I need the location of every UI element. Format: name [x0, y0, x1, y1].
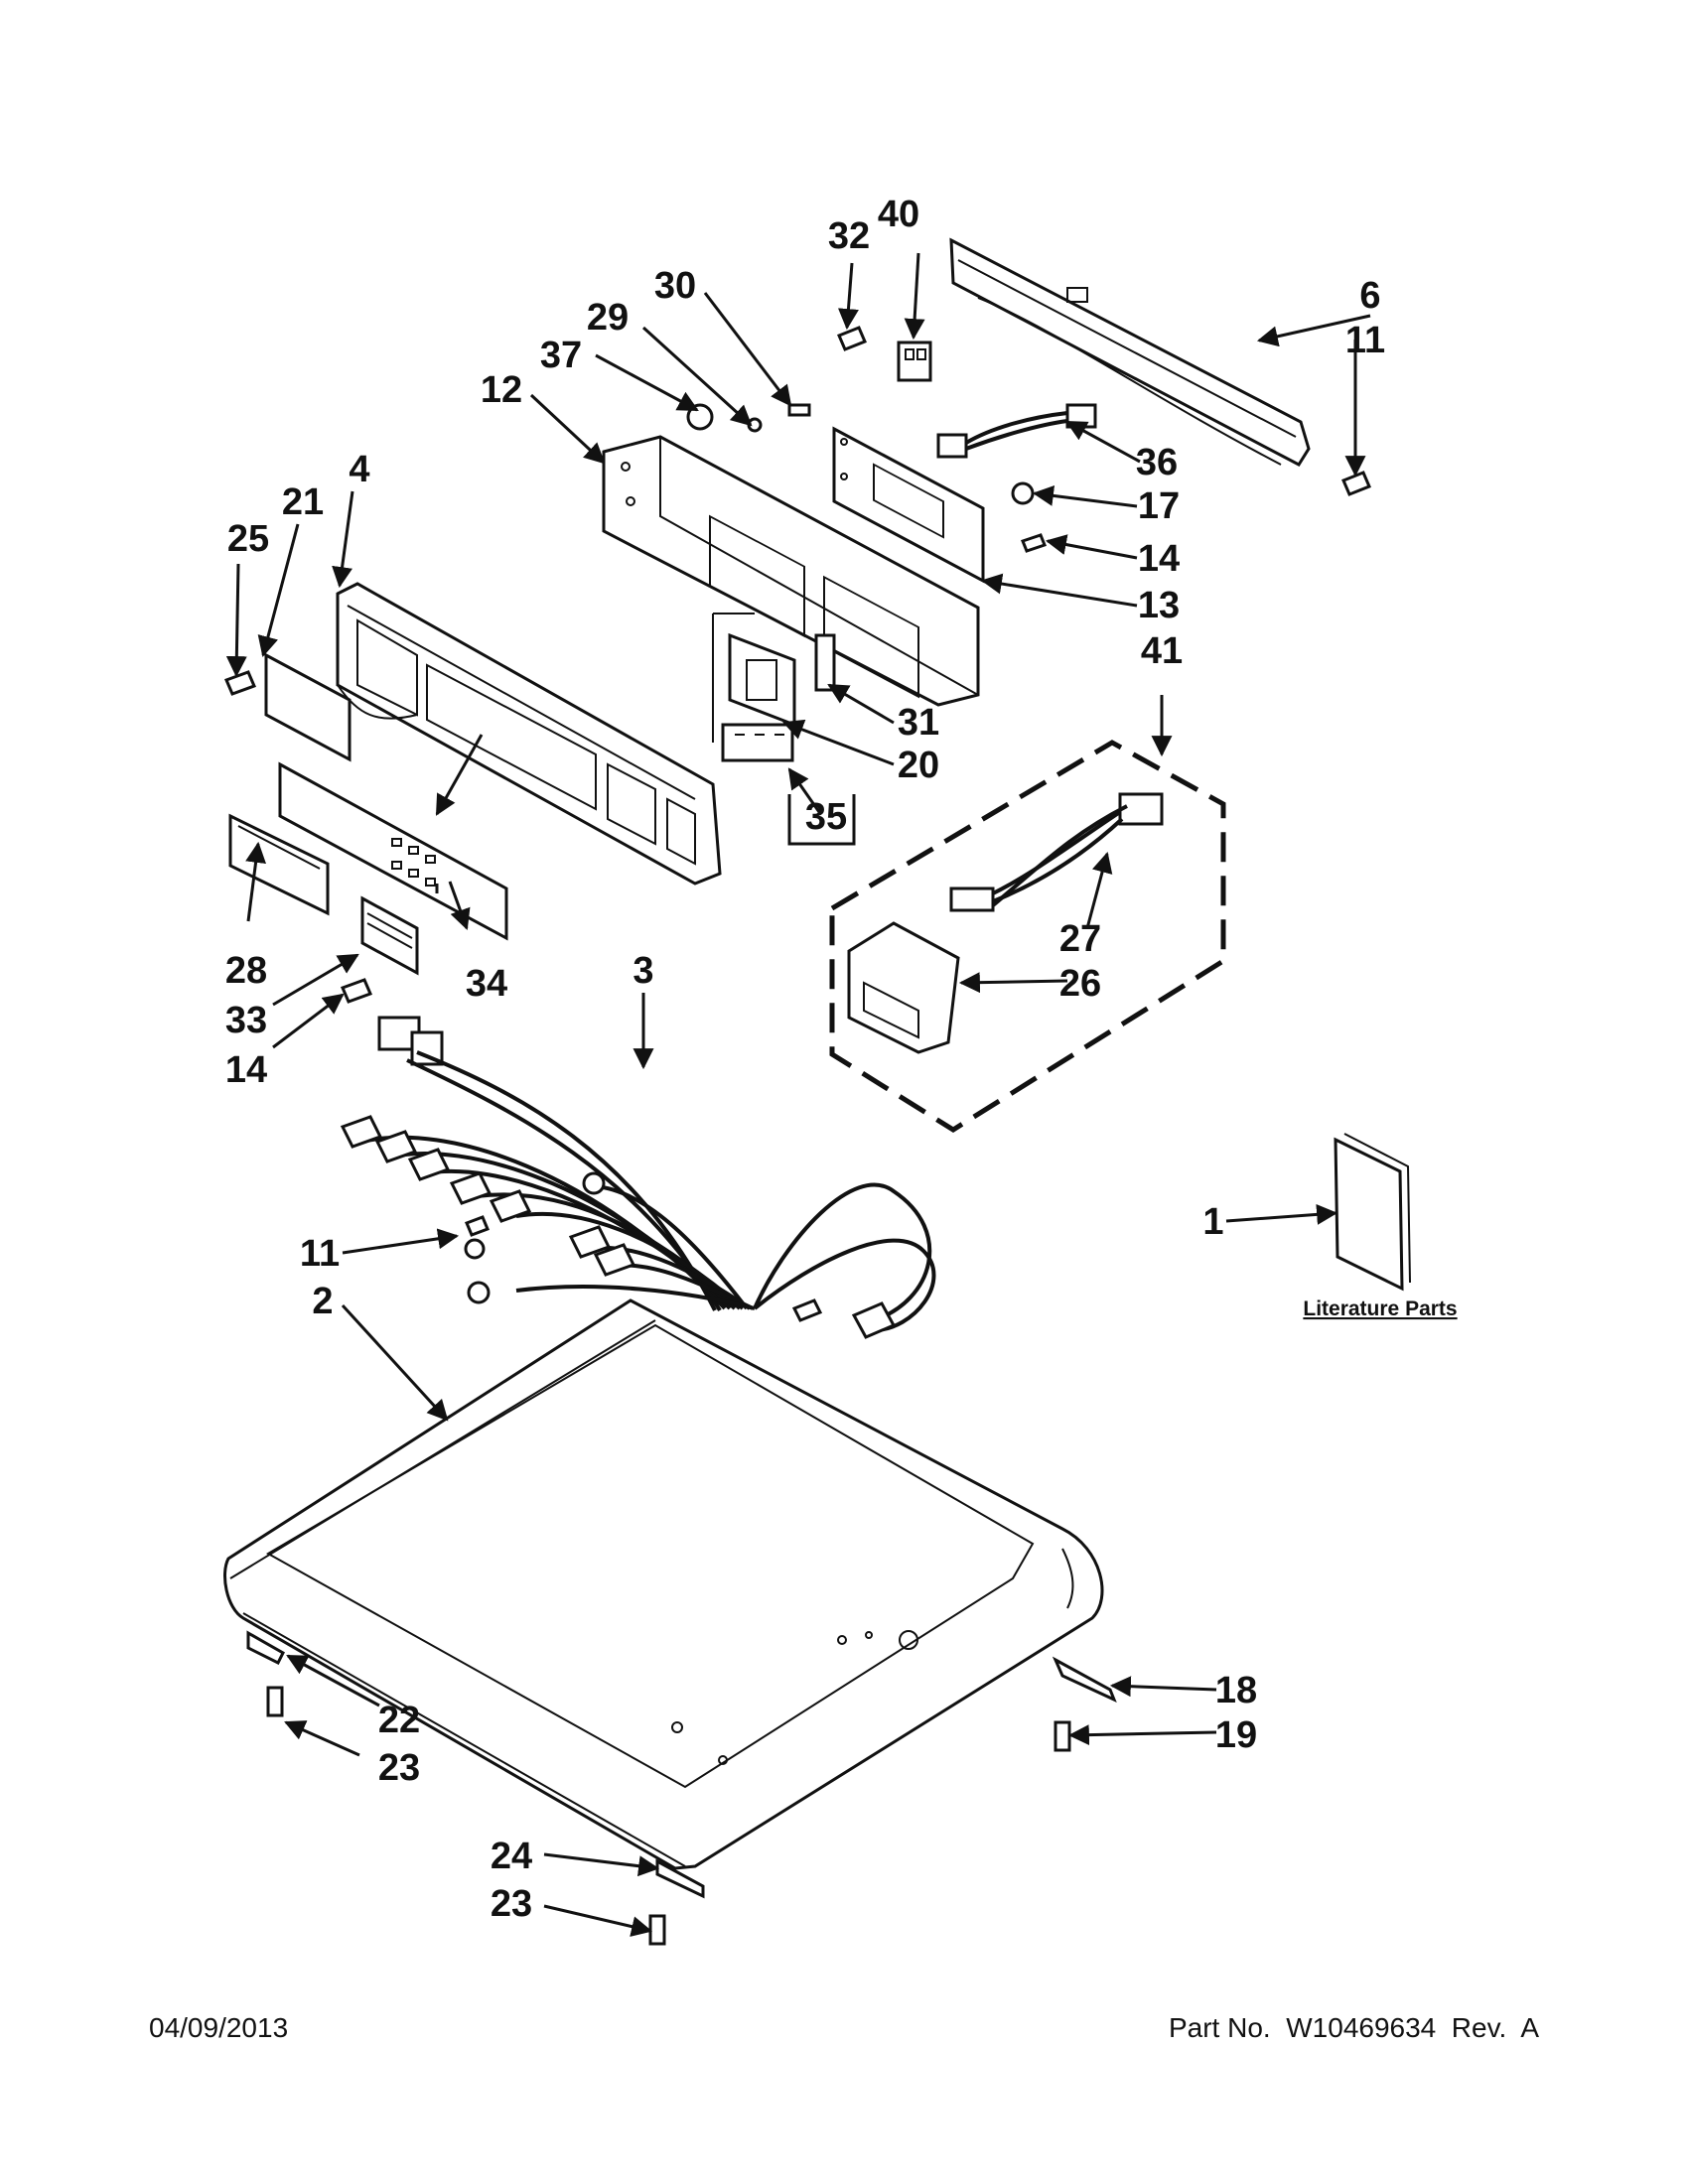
callout-41: 41: [1141, 630, 1183, 672]
callout-24: 24: [491, 1836, 532, 1877]
callout-14-right: 14: [1138, 538, 1180, 580]
leader-lines: [225, 252, 1371, 1937]
callout-30: 30: [654, 265, 696, 307]
callout-29: 29: [587, 297, 629, 339]
literature-parts-label: Literature Parts: [1303, 1297, 1457, 1320]
callout-labels: 40 32 6 11 30 29 37 12 36 17 14 13 41 31…: [225, 194, 1385, 1925]
callout-19: 19: [1215, 1714, 1257, 1756]
callout-22: 22: [378, 1700, 420, 1741]
part-buttons-35: [721, 723, 856, 846]
part-lens-28: [228, 813, 330, 916]
callout-11-bottom: 11: [300, 1233, 340, 1275]
part-wire-harness-27: [949, 792, 1164, 912]
callout-11-top: 11: [1345, 320, 1385, 361]
footer-part-number: Part No. W10469634 Rev. A: [1168, 2012, 1539, 2043]
callout-6: 6: [1359, 275, 1380, 317]
part-dispenser-26: [847, 921, 960, 1054]
callout-13: 13: [1138, 585, 1180, 626]
callout-35: 35: [805, 796, 847, 838]
callout-17: 17: [1138, 485, 1180, 527]
callout-36: 36: [1136, 442, 1178, 483]
group-box-41: [829, 740, 1226, 1133]
callout-25: 25: [227, 518, 269, 560]
part-overlay-34: [278, 761, 508, 941]
callout-23-left: 23: [378, 1747, 420, 1789]
part-main-harness-3: [340, 1016, 936, 1339]
callout-31: 31: [898, 702, 939, 744]
part-connector-40: [897, 341, 932, 382]
callout-20: 20: [898, 745, 939, 786]
callout-14-left: 14: [225, 1049, 267, 1091]
part-top-cover-2: [223, 1298, 1104, 1870]
callout-40: 40: [878, 194, 919, 235]
part-literature-1: [1334, 1133, 1411, 1292]
callout-37: 37: [540, 335, 582, 376]
part-rear-rail-bracket: [949, 237, 1311, 467]
callout-27: 27: [1059, 918, 1101, 960]
callout-21: 21: [282, 481, 324, 523]
callout-2: 2: [312, 1281, 333, 1322]
part-console-frame: [602, 435, 980, 707]
callout-3: 3: [633, 950, 653, 992]
part-housing-33: [360, 895, 419, 976]
callout-18: 18: [1215, 1670, 1257, 1711]
callout-28: 28: [225, 950, 267, 992]
callout-26: 26: [1059, 963, 1101, 1005]
part-wire-harness-36: [936, 403, 1097, 459]
footer-date: 04/09/2013: [149, 2012, 289, 2043]
part-console-panel: [336, 582, 722, 886]
part-nameplate-21: [264, 652, 352, 762]
callout-12: 12: [481, 369, 522, 411]
callout-32: 32: [828, 215, 870, 257]
part-interface-board-20: [712, 613, 796, 743]
callout-34: 34: [466, 963, 507, 1005]
callout-1: 1: [1202, 1201, 1223, 1243]
part-switch-31: [814, 633, 836, 692]
callout-23-bottom: 23: [491, 1883, 532, 1925]
callout-33: 33: [225, 1000, 267, 1041]
callout-4: 4: [349, 449, 369, 490]
